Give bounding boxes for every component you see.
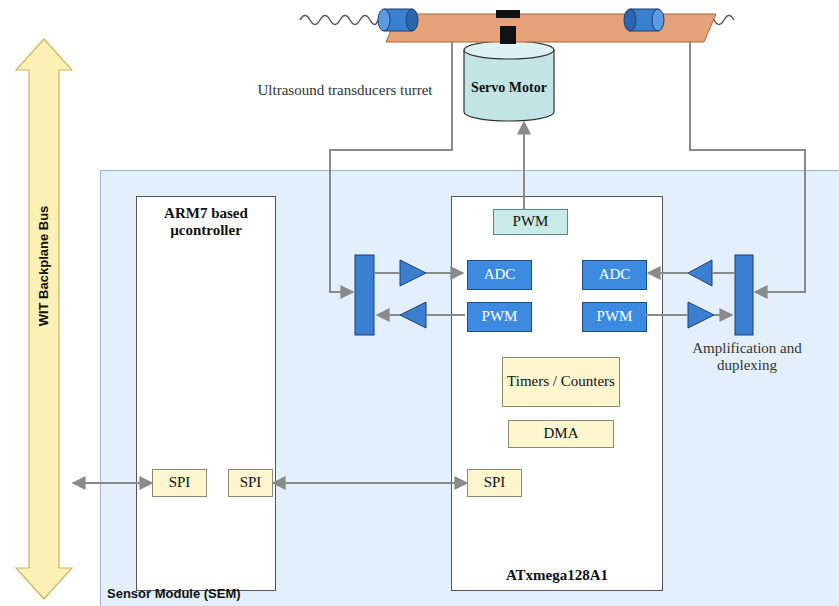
peripheral-box: PWM (582, 302, 647, 332)
node-label: Servo Motor (471, 80, 547, 96)
turret-plate (386, 14, 716, 42)
node-label: ADC (599, 266, 631, 283)
module-region: Sensor Module (SEM)ARM7 based µcontrolle… (100, 170, 839, 606)
node-label: PWM (482, 308, 518, 325)
connector-arrow (273, 482, 467, 484)
amplifier (400, 260, 426, 286)
interface-box: SPI (152, 469, 207, 497)
node-label: ADC (484, 266, 516, 283)
amplifier (400, 302, 426, 328)
node-label: ARM7 based µcontroller (143, 205, 269, 240)
amplifier (688, 302, 714, 328)
node-label: ATxmega128A1 (506, 567, 608, 584)
signal-wire (712, 272, 735, 274)
peripheral-box: PWM (493, 209, 568, 235)
signal-wire (426, 272, 463, 274)
duplexer (735, 255, 753, 335)
node-label: SPI (169, 474, 191, 491)
node-label: Sensor Module (SEM) (107, 587, 241, 602)
signal-wire (714, 314, 732, 316)
interface-box: SPI (228, 469, 273, 497)
mcu-box: ARM7 based µcontrollerSPI SPI (136, 196, 276, 591)
bus-arrow: WIT Backplane Bus (15, 38, 73, 600)
turret-hub (496, 10, 520, 18)
mcu-box: ATxmega128A1 PWM ADC PWM ADC PWM Timers / Coun… (451, 196, 663, 591)
node-label: Timers / Counters (507, 373, 615, 390)
node-label: PWM (597, 308, 633, 325)
signal-wire (426, 314, 465, 316)
signal-wire (648, 272, 688, 274)
node-label: SPI (240, 474, 262, 491)
node-label: SPI (484, 474, 506, 491)
peripheral-box: Timers / Counters (502, 357, 620, 407)
callout-label: Amplification and duplexing (668, 340, 826, 375)
node-label: DMA (543, 425, 578, 442)
node-label: PWM (513, 213, 549, 230)
signal-wire (645, 314, 688, 316)
connector-arrow (73, 482, 152, 484)
duplexer (355, 255, 374, 335)
transducer-wire (330, 42, 452, 292)
transducer-wire (690, 42, 805, 292)
ultrasound-transducer (378, 9, 418, 31)
ultrasound-transducer (624, 9, 664, 31)
signal-wire (375, 272, 400, 274)
peripheral-box: ADC (467, 260, 532, 290)
peripheral-box: DMA (508, 420, 614, 448)
callout-label: Ultrasound transducers turret (246, 82, 444, 99)
interface-box: SPI (467, 469, 522, 497)
ultrasound-wave (300, 16, 378, 25)
bus-label: WIT Backplane Bus (37, 206, 52, 327)
peripheral-box: PWM (467, 302, 532, 332)
connector-arrow (523, 122, 525, 209)
signal-wire (377, 314, 400, 316)
servo-motor: Servo Motor (463, 40, 555, 122)
amplifier (688, 260, 712, 286)
ultrasound-wave (664, 16, 734, 25)
peripheral-box: ADC (582, 260, 647, 290)
servo-shaft (500, 26, 516, 44)
